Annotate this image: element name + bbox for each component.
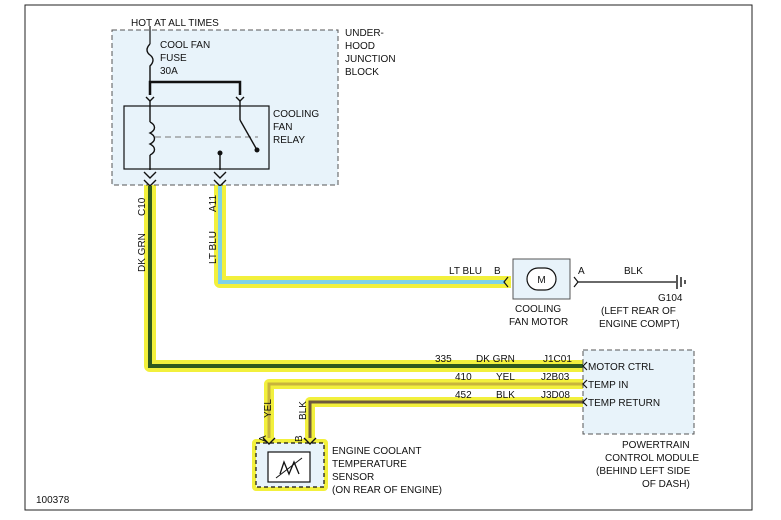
wire-label-blk: BLK [298, 401, 309, 420]
svg-text:COOL FAN: COOL FAN [160, 40, 210, 51]
power-label: HOT AT ALL TIMES [131, 18, 219, 29]
sensor-connector-a [262, 437, 276, 445]
wire-label-lt-blu-vertical: LT BLU [208, 231, 219, 264]
relay-coil-icon [148, 121, 156, 156]
relay-label: COOLING FAN RELAY [273, 109, 319, 146]
svg-text:DK GRN: DK GRN [476, 354, 515, 365]
highlight-blk-circuit [305, 397, 588, 439]
sensor-body [267, 451, 311, 483]
svg-text:RELAY: RELAY [273, 135, 305, 146]
motor-pin-b: B [494, 266, 501, 277]
ground-label: G104 (LEFT REAR OF ENGINE COMPT) [599, 293, 683, 330]
svg-text:BLK: BLK [496, 390, 515, 401]
relay-switch-contact [254, 147, 260, 153]
svg-text:J3D08: J3D08 [541, 390, 570, 401]
wire-label-lt-blu-horizontal: LT BLU [449, 266, 482, 277]
svg-text:MOTOR CTRL: MOTOR CTRL [588, 362, 654, 373]
pcm-circuit-row: 335 DK GRN J1C01 MOTOR CTRL [435, 354, 654, 373]
relay-top-wire [148, 80, 242, 95]
motor-connector-a [573, 276, 579, 288]
dk-grn-wire [148, 186, 583, 368]
fuse-label: COOL FAN FUSE 30A [160, 40, 210, 77]
svg-text:(BEHIND LEFT SIDE: (BEHIND LEFT SIDE [596, 466, 691, 477]
sensor-label: ENGINE COOLANT TEMPERATURE SENSOR (ON RE… [332, 446, 442, 496]
pcm-label: POWERTRAIN CONTROL MODULE (BEHIND LEFT S… [596, 440, 699, 490]
motor-connector-b [503, 276, 509, 288]
junction-block-label: UNDER- HOOD JUNCTION BLOCK [345, 28, 396, 78]
svg-text:J2B03: J2B03 [541, 372, 570, 383]
powertrain-control-module [582, 349, 695, 435]
lt-blu-wire [218, 186, 505, 284]
motor-m-symbol: M [537, 275, 545, 286]
svg-text:J1C01: J1C01 [543, 354, 572, 365]
fuse-symbol [146, 43, 154, 82]
svg-text:BLOCK: BLOCK [345, 67, 379, 78]
svg-text:TEMPERATURE: TEMPERATURE [332, 459, 407, 470]
wire-label-blk-ground: BLK [624, 266, 643, 277]
figure-id: 100378 [36, 495, 70, 506]
thermistor-arrow [275, 457, 303, 479]
sensor-connector-b [303, 437, 317, 445]
motor-pin-a: A [578, 266, 585, 277]
pcm-circuit-row: 410 YEL J2B03 TEMP IN [455, 372, 628, 391]
svg-text:ENGINE COOLANT: ENGINE COOLANT [332, 446, 421, 457]
highlight-yel-circuit [264, 379, 588, 439]
relay-switch-blade [239, 119, 258, 151]
svg-text:410: 410 [455, 372, 472, 383]
pcm-connector-j1c01 [582, 361, 588, 371]
svg-text:335: 335 [435, 354, 452, 365]
svg-text:FAN: FAN [273, 122, 292, 133]
ground-icon [676, 275, 686, 289]
svg-text:G104: G104 [658, 293, 683, 304]
svg-text:ENGINE COMPT): ENGINE COMPT) [599, 319, 680, 330]
svg-text:FUSE: FUSE [160, 53, 187, 64]
svg-text:FAN MOTOR: FAN MOTOR [509, 317, 568, 328]
svg-text:TEMP IN: TEMP IN [588, 380, 628, 391]
blk-wire [308, 400, 583, 438]
diagram-frame [24, 4, 753, 511]
svg-text:30A: 30A [160, 66, 178, 77]
svg-text:SENSOR: SENSOR [332, 472, 374, 483]
svg-text:OF DASH): OF DASH) [642, 479, 690, 490]
svg-text:CONTROL MODULE: CONTROL MODULE [605, 453, 699, 464]
terminal-label-c10: C10 [137, 197, 148, 216]
svg-text:JUNCTION: JUNCTION [345, 54, 396, 65]
svg-text:COOLING: COOLING [273, 109, 319, 120]
pcm-circuit-row: 452 BLK J3D08 TEMP RETURN [455, 390, 660, 409]
sensor-pin-b: B [294, 435, 305, 442]
svg-text:HOOD: HOOD [345, 41, 375, 52]
svg-text:COOLING: COOLING [515, 304, 561, 315]
svg-text:UNDER-: UNDER- [345, 28, 384, 39]
svg-text:YEL: YEL [496, 372, 515, 383]
svg-text:(ON REAR OF ENGINE): (ON REAR OF ENGINE) [332, 485, 442, 496]
yel-wire [267, 382, 583, 438]
motor-label: COOLING FAN MOTOR [509, 304, 568, 328]
thermistor-icon [279, 460, 300, 476]
wire-label-dk-grn: DK GRN [137, 233, 148, 272]
svg-text:(LEFT REAR OF: (LEFT REAR OF [601, 306, 676, 317]
terminal-label-a11: A11 [208, 195, 219, 212]
svg-text:452: 452 [455, 390, 472, 401]
pcm-connector-j2b03 [582, 379, 588, 389]
motor-body [526, 267, 557, 291]
svg-text:TEMP RETURN: TEMP RETURN [588, 398, 660, 409]
wire-label-yel: YEL [263, 399, 274, 418]
pcm-connector-j3d08 [582, 397, 588, 407]
sensor-pin-a: A [258, 435, 269, 442]
svg-text:POWERTRAIN: POWERTRAIN [622, 440, 690, 451]
